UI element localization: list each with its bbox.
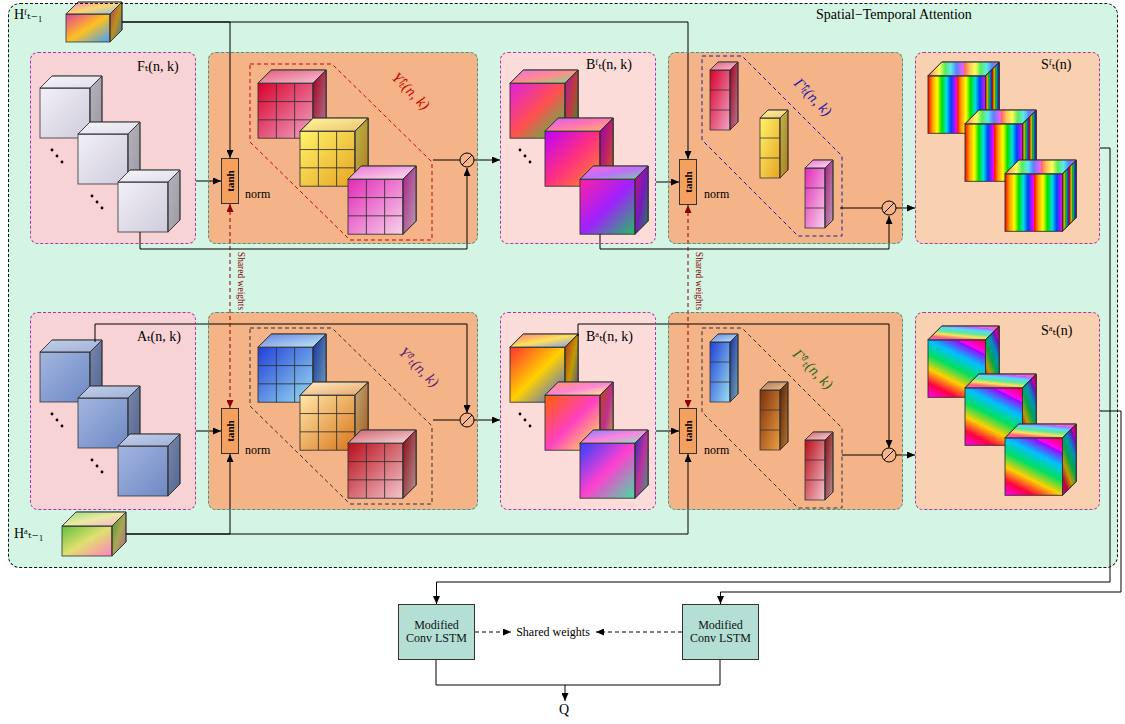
connector xyxy=(126,454,688,534)
tanh-box: tanh xyxy=(679,408,697,454)
weight-label: Γ̂ᵃₜ(n, k) xyxy=(789,345,837,393)
tensor-label: Sᶠₜ(n) xyxy=(1041,57,1071,74)
tanh-label: tanh xyxy=(683,420,694,441)
attention-region: Spatial−Temporal Attention Hᶠₜ₋₁ Fₜ(n, k) Υ… xyxy=(8,3,1118,568)
tensor-panel: Fₜ(n, k) xyxy=(30,52,196,244)
feature-cubes xyxy=(40,76,531,496)
tensor-panel: Bᶠₜ(n, k) xyxy=(500,52,656,244)
connector xyxy=(437,148,1111,604)
hidden-state-icon: Hᶠₜ₋₁ xyxy=(66,2,122,42)
norm-label: norm xyxy=(245,443,270,457)
weight-label: Γ̂ᶠₜ(n, k) xyxy=(790,74,836,120)
edge-label: Shared weights xyxy=(235,252,245,310)
edge-label: Shared weights xyxy=(693,252,703,310)
shared-weight-link xyxy=(688,205,689,408)
tensor-label: Bᵃₜ(n, k) xyxy=(586,329,633,346)
connector xyxy=(721,411,1122,604)
state-label: Hᶠₜ₋₁ xyxy=(14,7,43,24)
connector xyxy=(903,455,915,456)
attention-panel: Γ̂ᵃₜ(n, k) norm tanh xyxy=(668,312,903,510)
panel-fills xyxy=(30,52,1100,510)
tensor-panel: Sᵃₜ(n) xyxy=(915,312,1100,510)
tensor-label: Sᵃₜ(n) xyxy=(1041,323,1072,340)
output-label: Q xyxy=(559,702,569,719)
tanh-box: tanh xyxy=(221,158,239,204)
connector xyxy=(478,160,500,161)
tanh-label: tanh xyxy=(225,420,236,441)
tensor-label: Aₜ(n, k) xyxy=(137,329,181,346)
tanh-box: tanh xyxy=(221,408,239,454)
note-label: Shared weights xyxy=(516,625,590,639)
connector xyxy=(122,22,688,159)
connector xyxy=(478,420,500,421)
division-symbols xyxy=(460,153,896,462)
state-label: Hᵃₜ₋₁ xyxy=(14,526,44,543)
shared-weight-link xyxy=(230,204,231,408)
norm-label: norm xyxy=(704,443,729,457)
norm-label: norm xyxy=(245,187,270,201)
skip-lines xyxy=(95,160,903,455)
tanh-label: tanh xyxy=(225,170,236,191)
lstm-box: Modified Conv LSTM xyxy=(398,604,475,660)
attention-panel: Υ̂ᵃₜ(n, k) norm tanh xyxy=(208,312,478,510)
norm-label: norm xyxy=(704,187,729,201)
weight-label: Υ̂ᵃₜ(n, k) xyxy=(395,343,443,391)
tensor-panel: Sᶠₜ(n) xyxy=(915,52,1100,244)
tanh-label: tanh xyxy=(683,171,694,192)
weighted-feature-cubes xyxy=(510,70,648,498)
weight-label: Υ̂ᶠₜ(n, k) xyxy=(388,68,433,113)
hidden-state-icon: Hᵃₜ₋₁ xyxy=(62,512,126,556)
temporal-weight-columns xyxy=(702,56,842,508)
connector xyxy=(122,22,230,158)
attention-panel: Υ̂ᶠₜ(n, k) norm tanh xyxy=(208,52,478,244)
region-fill xyxy=(8,3,1118,568)
connector xyxy=(903,208,915,209)
output-lines xyxy=(436,632,720,701)
tensor-panel: Bᵃₜ(n, k) xyxy=(500,312,656,510)
attention-panel: Γ̂ᶠₜ(n, k) norm tanh xyxy=(668,52,903,244)
weight-cubes xyxy=(250,64,432,504)
lstm-box: Modified Conv LSTM xyxy=(682,604,759,660)
lstm-label: Modified Conv LSTM xyxy=(690,619,752,645)
tensor-panel: Aₜ(n, k) xyxy=(30,312,196,510)
tanh-box: tanh xyxy=(679,159,697,205)
tensor-label: Fₜ(n, k) xyxy=(137,59,179,76)
region-title: Spatial−Temporal Attention xyxy=(816,7,972,24)
tensor-label: Bᶠₜ(n, k) xyxy=(586,57,632,74)
lstm-label: Modified Conv LSTM xyxy=(406,619,468,645)
connector xyxy=(126,454,230,534)
output-cubes xyxy=(928,62,1076,495)
